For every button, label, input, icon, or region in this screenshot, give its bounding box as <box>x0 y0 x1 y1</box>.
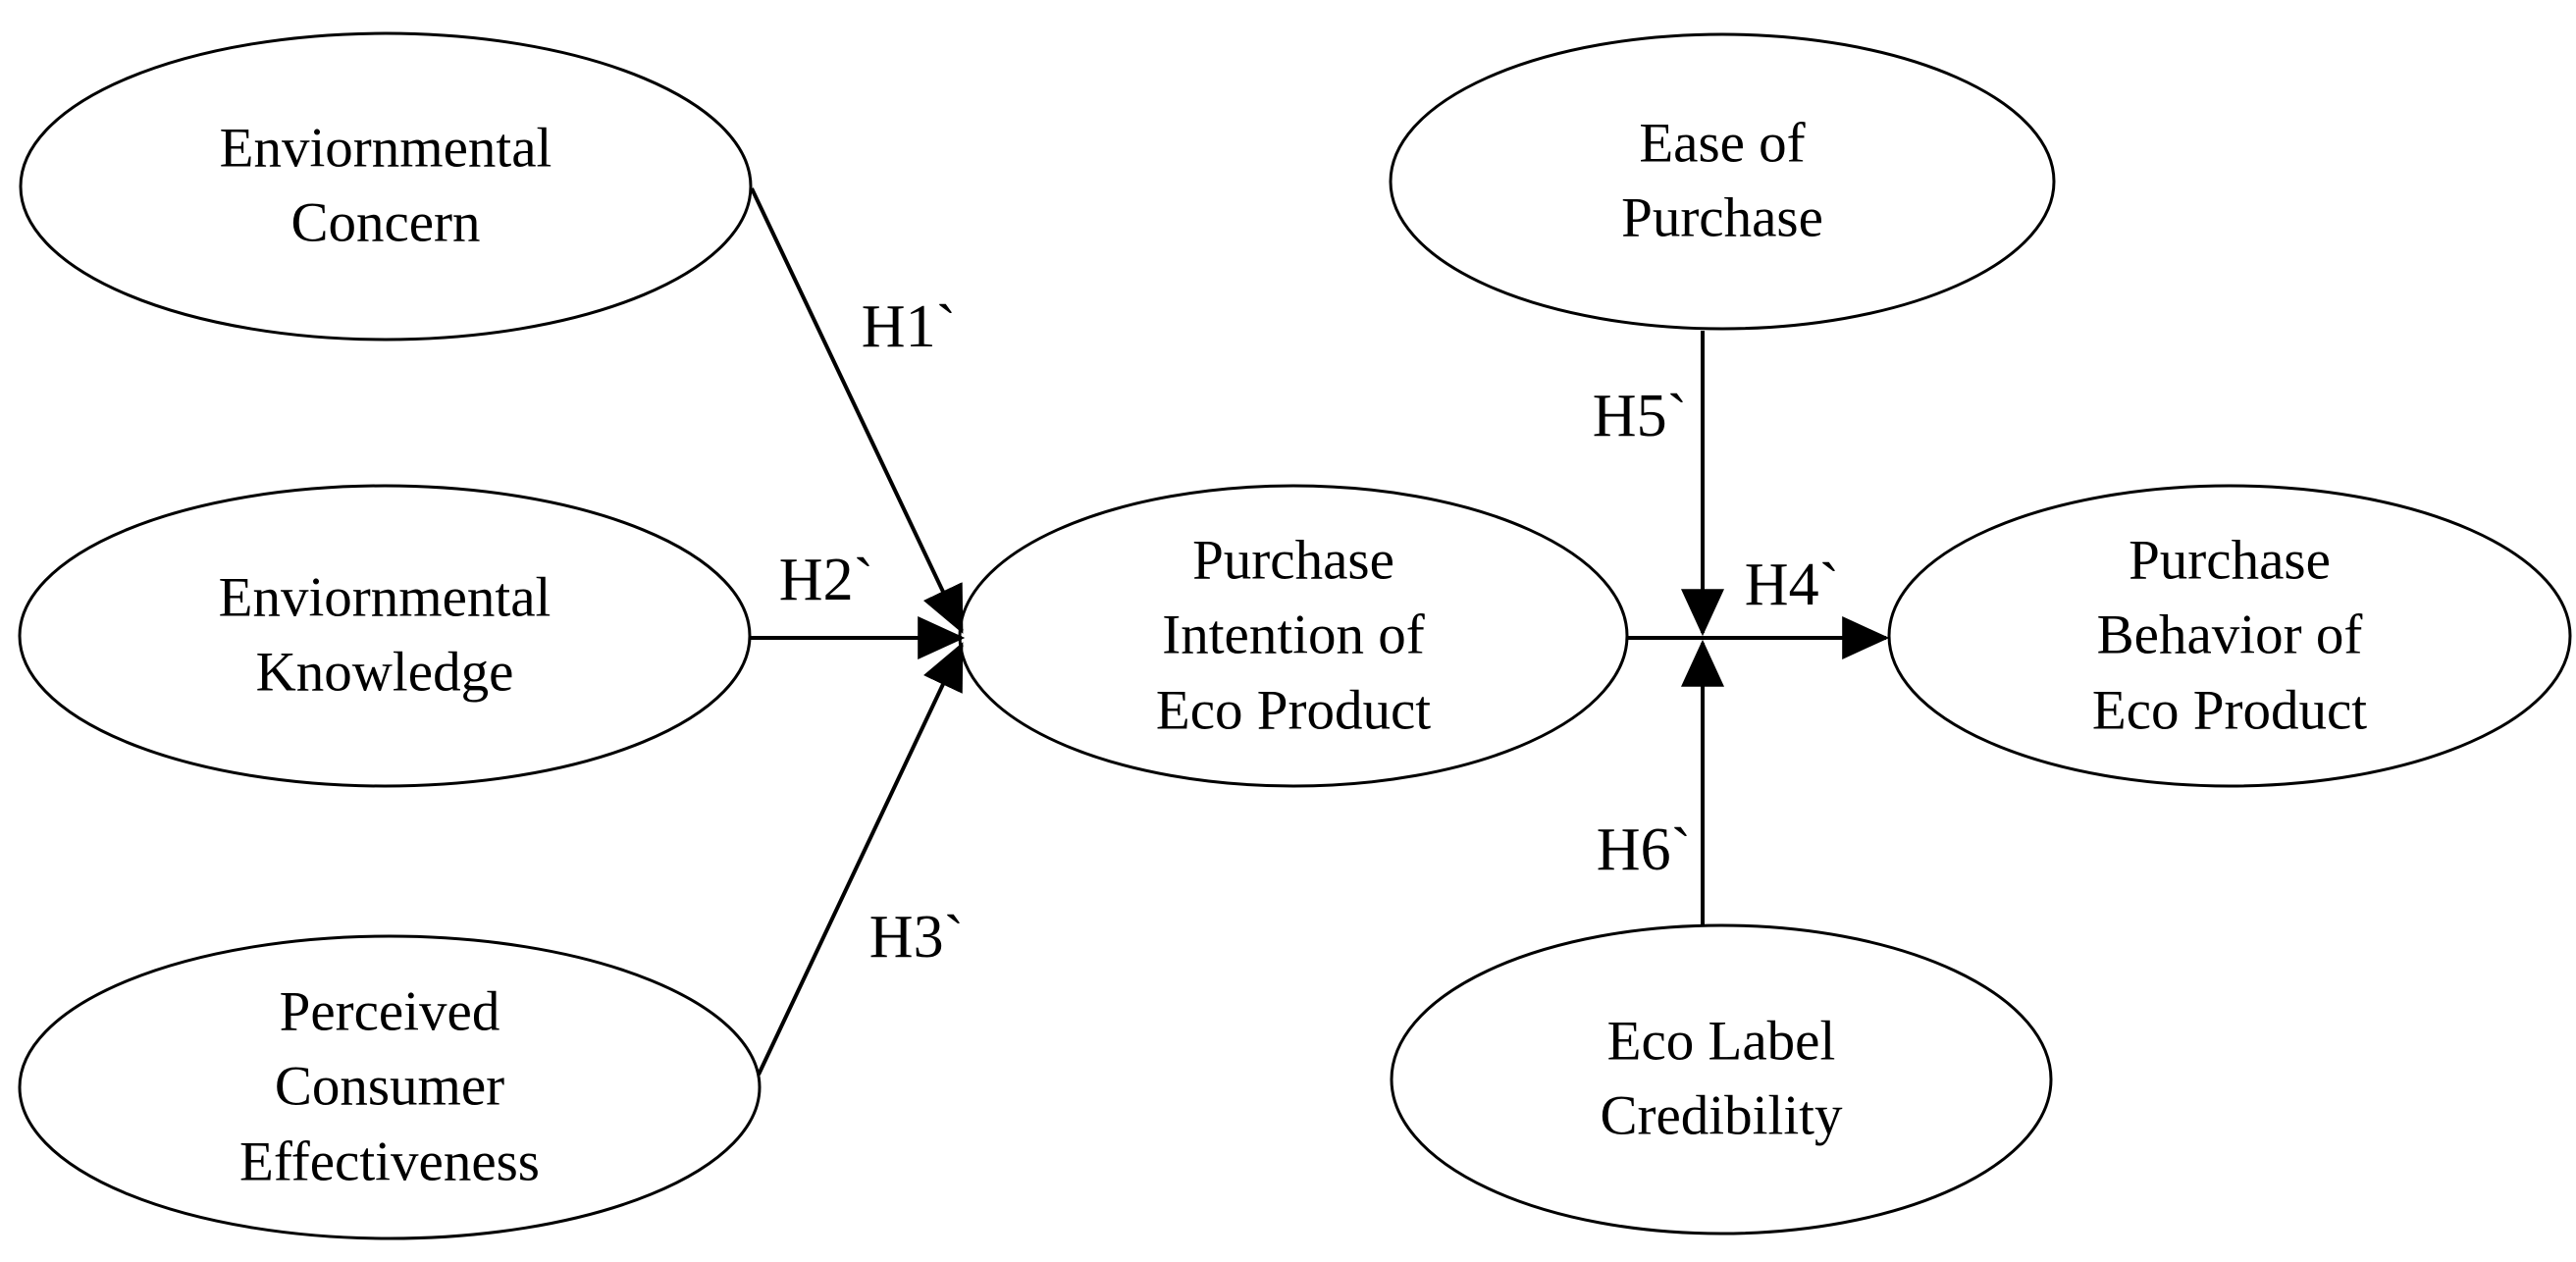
label-line: Purchase <box>2129 529 2331 592</box>
node-ease-of-purchase-label: Ease of Purchase <box>1621 107 1823 257</box>
label-line: Eco Product <box>2091 679 2368 742</box>
hypothesis-label-h5: H5` <box>1592 383 1688 449</box>
label-line: Intention of <box>1162 604 1425 666</box>
label-line: Effectiveness <box>239 1131 540 1193</box>
node-purchase-behavior-label: Purchase Behavior of Eco Product <box>2092 523 2367 748</box>
node-environmental-concern-label: Enviornmental Concern <box>220 112 552 262</box>
label-line: Eco Label <box>1606 1010 1836 1073</box>
hypothesis-label-h6: H6` <box>1596 816 1692 883</box>
node-eco-label-credibility-label: Eco Label Credibility <box>1601 1005 1843 1155</box>
hypothesis-label-h4: H4` <box>1744 552 1840 618</box>
node-perceived-consumer-effectiveness-ellipse <box>18 934 762 1240</box>
node-ease-of-purchase-ellipse <box>1389 32 2056 331</box>
label-line: Concern <box>290 192 481 254</box>
hypothesis-label-h3: H3` <box>868 904 965 971</box>
label-line: Perceived <box>279 980 500 1043</box>
label-line: Ease of <box>1639 112 1806 175</box>
label-line: Knowledge <box>255 642 514 704</box>
node-environmental-knowledge-label: Enviornmental Knowledge <box>219 561 552 711</box>
node-purchase-intention-label: Purchase Intention of Eco Product <box>1156 523 1431 748</box>
node-perceived-consumer-effectiveness-label: Perceived Consumer Effectiveness <box>239 974 540 1199</box>
label-line: Enviornmental <box>218 566 552 629</box>
node-environmental-concern-ellipse <box>19 31 753 342</box>
label-line: Credibility <box>1600 1085 1843 1147</box>
label-line: Consumer <box>274 1055 505 1118</box>
label-line: Eco Product <box>1155 679 1432 742</box>
h1-arrow <box>750 187 964 634</box>
label-line: Purchase <box>1192 529 1394 592</box>
node-eco-label-credibility-ellipse <box>1390 923 2053 1236</box>
h3-arrow <box>757 642 964 1076</box>
label-line: Purchase <box>1621 187 1823 249</box>
hypothesis-label-h2: H2` <box>778 547 874 613</box>
hypothesis-label-h1: H1` <box>861 293 957 360</box>
label-line: Enviornmental <box>219 117 552 180</box>
label-line: Behavior of <box>2096 604 2363 666</box>
